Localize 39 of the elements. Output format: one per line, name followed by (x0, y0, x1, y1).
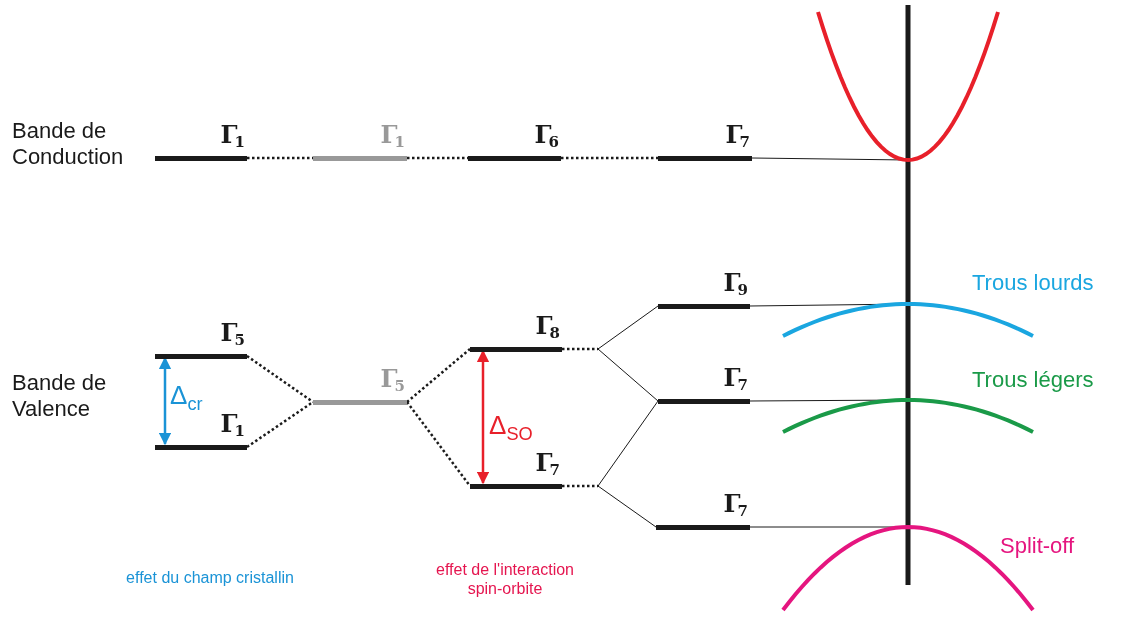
band-name: Trous lourds (972, 270, 1094, 296)
level-label: Γ$_{1}$ (220, 410, 245, 442)
connector-line (597, 485, 657, 528)
caption: effet de l'interaction spin-orbite (435, 560, 575, 599)
level-label: Γ$_{7}$ (535, 449, 560, 481)
dotted-connector (561, 156, 658, 160)
band-curve (815, 9, 1001, 163)
dotted-connector (246, 354, 314, 404)
dotted-connector (406, 401, 471, 487)
level-label: Γ$_{5}$ (220, 319, 245, 351)
dotted-connector (406, 348, 471, 403)
double-arrow (476, 349, 490, 485)
level-label: Γ$_{1}$ (220, 121, 245, 153)
connector-line (597, 305, 659, 350)
level-label: Γ$_{8}$ (535, 312, 560, 344)
band-name: Bande de Valence (12, 370, 108, 423)
dotted-connector (246, 400, 314, 449)
double-arrow (158, 356, 172, 446)
band-name: Trous légers (972, 367, 1094, 393)
level-label: Γ$_{9}$ (723, 269, 748, 301)
level-label: Γ$_{6}$ (534, 121, 559, 153)
dotted-connector (562, 347, 598, 351)
band-name: Split-off (1000, 533, 1075, 559)
level-label: Γ$_{7}$ (725, 121, 750, 153)
level-label: Γ$_{7}$ (723, 490, 748, 522)
caption: effet du champ cristallin (125, 568, 295, 588)
dotted-connector (562, 484, 598, 488)
dotted-connector (247, 156, 313, 160)
level-label: Γ$_{7}$ (723, 364, 748, 396)
level-label: Γ$_{5}$ (380, 365, 405, 397)
dotted-connector (407, 156, 468, 160)
band-name: Bande de Conduction (12, 118, 125, 171)
connector-line (597, 348, 659, 402)
edge-label: Δ$_{cr}$ (170, 380, 203, 416)
band-curve (780, 301, 1036, 339)
connector-line (597, 400, 659, 487)
edge-label: Δ$_{SO}$ (489, 410, 533, 446)
level-label: Γ$_{1}$ (380, 121, 405, 153)
band-curve (780, 397, 1036, 435)
